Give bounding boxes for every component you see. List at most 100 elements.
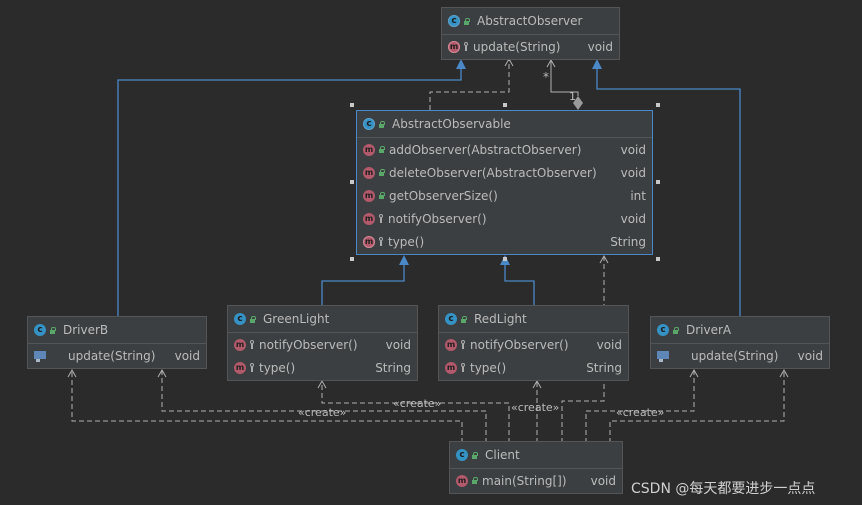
edge-driverb-abstractobserver bbox=[117, 68, 462, 316]
method-icon: m bbox=[456, 474, 468, 487]
class-icon: c bbox=[657, 324, 669, 336]
selection-handle[interactable] bbox=[503, 257, 507, 261]
method-row[interactable]: m type() String bbox=[439, 356, 628, 379]
method-name: main(String[]) bbox=[482, 473, 567, 488]
arrowhead bbox=[546, 58, 556, 68]
method-name: update(String) bbox=[473, 39, 561, 54]
method-return-type: void bbox=[620, 142, 646, 157]
arrowhead bbox=[779, 368, 789, 378]
multiplicity-one: 1 bbox=[569, 90, 576, 103]
protected-key-icon bbox=[249, 363, 255, 372]
protected-key-icon bbox=[460, 340, 466, 349]
selection-handle[interactable] bbox=[350, 180, 354, 184]
arrowhead bbox=[67, 368, 77, 378]
abstract-class-icon: c bbox=[363, 118, 375, 130]
class-client[interactable]: c Client m main(String[]) void bbox=[449, 441, 623, 494]
selection-handle[interactable] bbox=[656, 103, 660, 107]
class-name: AbstractObservable bbox=[392, 117, 511, 131]
method-row[interactable]: update(String) void bbox=[651, 344, 829, 367]
method-row[interactable]: m update(String) void bbox=[442, 35, 619, 58]
method-icon: m bbox=[363, 212, 375, 225]
method-name: type() bbox=[388, 234, 425, 249]
method-name: getObserverSize() bbox=[389, 188, 498, 203]
method-return-type: void bbox=[620, 211, 646, 226]
method-row[interactable]: m notifyObserver() void bbox=[228, 333, 417, 356]
public-lock-icon bbox=[378, 146, 385, 153]
method-row[interactable]: m addObserver(AbstractObserver) void bbox=[357, 138, 652, 161]
dependency-arrowheads bbox=[67, 57, 789, 389]
protected-key-icon bbox=[463, 42, 469, 51]
method-icon: m bbox=[445, 361, 457, 374]
method-name: update(String) bbox=[68, 348, 156, 363]
method-return-type: int bbox=[630, 188, 646, 203]
method-icon: m bbox=[363, 189, 375, 202]
override-icon bbox=[34, 350, 48, 362]
method-icon: m bbox=[234, 361, 246, 374]
public-lock-icon bbox=[471, 451, 478, 459]
method-icon: m bbox=[234, 338, 246, 351]
method-row[interactable]: m notifyObserver() void bbox=[357, 207, 652, 230]
edge-client-drivera bbox=[609, 370, 785, 443]
aggregation-diamond bbox=[573, 96, 583, 110]
method-row[interactable]: update(String) void bbox=[28, 344, 206, 367]
class-green-light[interactable]: c GreenLight m notifyObserver() void m t… bbox=[227, 305, 418, 381]
class-driver-a[interactable]: c DriverA update(String) void bbox=[650, 316, 830, 369]
class-driver-b[interactable]: c DriverB update(String) void bbox=[27, 316, 207, 369]
protected-key-icon bbox=[460, 363, 466, 372]
create-label-greenlight: «create» bbox=[393, 397, 441, 410]
arrowhead bbox=[157, 368, 167, 378]
class-abstract-observer[interactable]: c AbstractObserver m update(String) void bbox=[441, 7, 620, 60]
method-row[interactable]: m main(String[]) void bbox=[450, 469, 622, 492]
method-name: notifyObserver() bbox=[470, 337, 569, 352]
watermark: CSDN @每天都要进步一点点 bbox=[631, 481, 816, 497]
edge-abstractobservable-observers bbox=[550, 60, 579, 96]
method-row[interactable]: m type() String bbox=[228, 356, 417, 379]
create-label-driverb: «create» bbox=[298, 406, 346, 419]
class-abstract-observable[interactable]: c AbstractObservable m addObserver(Abstr… bbox=[356, 110, 653, 255]
arrowhead bbox=[532, 379, 542, 389]
class-name: DriverA bbox=[686, 323, 732, 337]
arrowhead bbox=[689, 368, 699, 378]
arrowhead bbox=[399, 255, 409, 265]
method-row[interactable]: m notifyObserver() void bbox=[439, 333, 628, 356]
edge-client-driverb-create bbox=[161, 370, 487, 443]
method-name: type() bbox=[259, 360, 296, 375]
selection-handle[interactable] bbox=[656, 257, 660, 261]
method-name: deleteObserver(AbstractObserver) bbox=[389, 165, 597, 180]
method-return-type: void bbox=[385, 337, 411, 352]
edge-client-driverb bbox=[71, 370, 463, 443]
class-header: c GreenLight bbox=[228, 306, 417, 333]
class-header: c RedLight bbox=[439, 306, 628, 333]
class-name: GreenLight bbox=[263, 312, 330, 326]
method-icon: m bbox=[363, 143, 375, 156]
method-return-type: void bbox=[174, 348, 200, 363]
selection-handle[interactable] bbox=[350, 257, 354, 261]
selection-handle[interactable] bbox=[350, 103, 354, 107]
public-lock-icon bbox=[460, 315, 467, 323]
class-name: Client bbox=[485, 448, 520, 462]
edge-client-greenlight bbox=[321, 381, 510, 443]
method-row[interactable]: m type() String bbox=[357, 230, 652, 253]
method-name: update(String) bbox=[691, 348, 779, 363]
selection-handle[interactable] bbox=[656, 180, 660, 184]
abstract-method-icon: m bbox=[363, 235, 375, 248]
arrowhead bbox=[317, 379, 327, 389]
abstract-class-icon: c bbox=[448, 15, 460, 27]
class-header: c Client bbox=[450, 442, 622, 469]
class-header: c AbstractObserver bbox=[442, 8, 619, 35]
method-row[interactable]: m getObserverSize() int bbox=[357, 184, 652, 207]
method-name: notifyObserver() bbox=[259, 337, 358, 352]
class-name: DriverB bbox=[63, 323, 109, 337]
edge-abstractobservable-abstractobserver bbox=[429, 60, 510, 110]
public-lock-icon bbox=[471, 477, 478, 484]
edge-drivera-abstractobserver bbox=[596, 68, 741, 316]
class-red-light[interactable]: c RedLight m notifyObserver() void m typ… bbox=[438, 305, 629, 381]
public-lock-icon bbox=[672, 326, 679, 334]
selection-handle[interactable] bbox=[503, 103, 507, 107]
class-icon: c bbox=[445, 313, 457, 325]
method-row[interactable]: m deleteObserver(AbstractObserver) void bbox=[357, 161, 652, 184]
method-return-type: void bbox=[620, 165, 646, 180]
method-return-type: String bbox=[610, 234, 646, 249]
method-name: notifyObserver() bbox=[388, 211, 487, 226]
class-name: AbstractObserver bbox=[477, 14, 583, 28]
